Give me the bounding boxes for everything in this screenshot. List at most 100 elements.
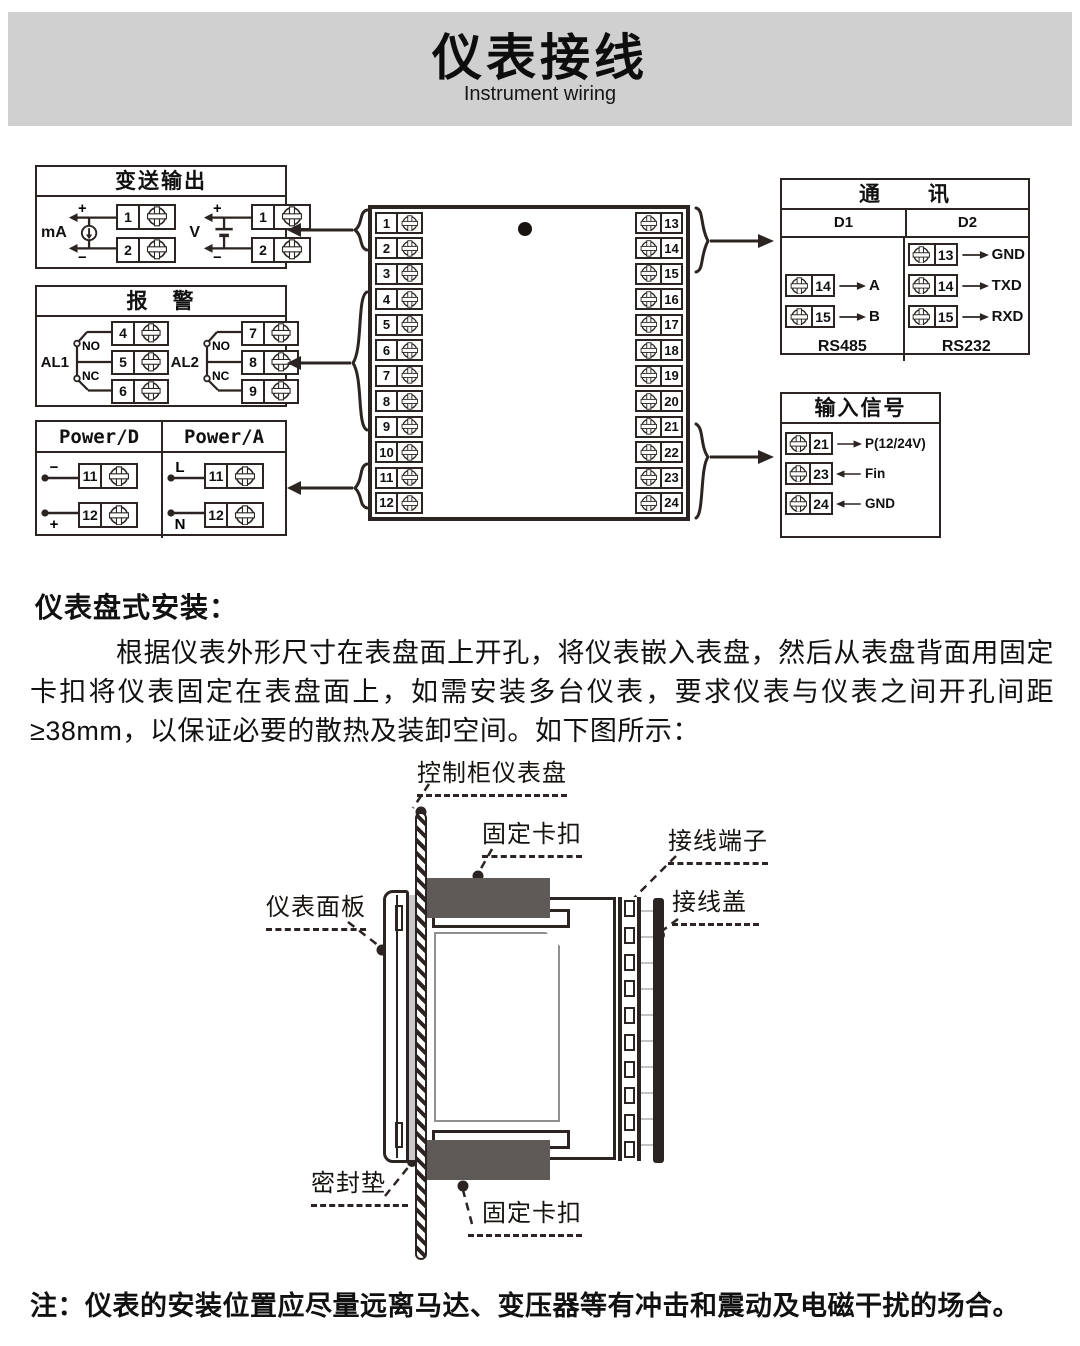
screw-icon xyxy=(102,504,136,526)
power-a-row-n: N 12 xyxy=(166,500,264,530)
no-label: NO xyxy=(212,339,230,353)
cabinet-panel-bar xyxy=(415,812,427,1260)
label-cabinet-panel: 控制柜仪表盘 xyxy=(417,753,567,797)
terminal-number: 1 xyxy=(118,205,140,228)
signal-row: 23 Fin xyxy=(785,462,936,485)
sealing-gasket xyxy=(409,895,415,1160)
signal-label: A xyxy=(869,277,880,294)
terminal-number: 5 xyxy=(113,351,135,373)
screw-icon xyxy=(275,206,309,228)
arrow-right-icon xyxy=(836,438,862,450)
signal-row: 24 GND xyxy=(785,492,936,515)
terminal-cell: 21 xyxy=(635,415,683,438)
al2-terminals: 7 8 9 xyxy=(241,320,299,404)
screw-icon xyxy=(398,418,421,436)
rs232-column: 13 GND 14 TXD 15 RXD RS232 xyxy=(902,238,1028,361)
instrument-inner-module xyxy=(434,932,560,1122)
screw-icon xyxy=(398,443,421,461)
no-label: NO xyxy=(82,339,100,353)
signal-label: P(12/24V) xyxy=(865,436,926,451)
terminal-number: 9 xyxy=(377,417,398,436)
minus-mark: − xyxy=(78,250,86,265)
communication-subheaders: D1 D2 xyxy=(782,210,1028,238)
terminal-number: 4 xyxy=(377,290,398,309)
ma-label: mA xyxy=(41,224,67,241)
v-label: V xyxy=(189,224,200,241)
signal-label: RXD xyxy=(991,308,1024,325)
terminal-cell: 2 xyxy=(375,237,423,260)
pole-label: − xyxy=(50,461,59,476)
terminal-cell: 15 xyxy=(635,262,683,285)
arrow-left-icon xyxy=(836,498,862,510)
terminal-number: 20 xyxy=(660,392,681,411)
screw-icon xyxy=(398,214,421,232)
wire-symbol: − xyxy=(41,461,78,482)
instrument-faceplate xyxy=(383,890,409,1163)
terminal-number: 22 xyxy=(660,443,681,462)
terminal-number: 13 xyxy=(660,214,681,232)
terminal-cell: 9 xyxy=(375,415,423,438)
screw-icon xyxy=(398,316,421,334)
alarm-2-circuit: AL2 NO NC 7 8 9 xyxy=(169,318,299,406)
arrow-left-icon xyxy=(836,468,862,480)
terminal-cell: 6 xyxy=(375,339,423,362)
signal-label: GND xyxy=(991,246,1025,263)
terminal-rung xyxy=(624,1007,635,1025)
voltage-source-symbol: + − xyxy=(203,201,251,265)
terminal-cell: 12 xyxy=(78,502,138,528)
screw-icon xyxy=(637,214,660,232)
right-group-connectors xyxy=(694,206,774,520)
screw-icon xyxy=(265,352,297,373)
latch-slot xyxy=(395,1122,403,1148)
terminal-number: 23 xyxy=(809,464,831,483)
screw-icon xyxy=(102,465,136,487)
terminal-cell: 7 xyxy=(241,320,299,346)
terminal-cell: 12 xyxy=(375,491,423,514)
terminal-number: 7 xyxy=(377,366,398,385)
latch-slot xyxy=(395,905,403,931)
screw-icon xyxy=(910,276,934,295)
terminal-cell: 5 xyxy=(111,349,169,375)
terminal-rung xyxy=(624,1060,635,1078)
nc-label: NC xyxy=(212,369,230,383)
terminal-number: 6 xyxy=(113,380,135,402)
terminal-cell: 15 xyxy=(907,305,958,328)
screw-icon xyxy=(637,239,660,257)
terminal-cell: 14 xyxy=(785,274,835,297)
terminal-number: 1 xyxy=(253,205,275,228)
terminal-number: 15 xyxy=(660,264,681,283)
terminal-cell: 9 xyxy=(241,378,299,404)
terminal-cell: 7 xyxy=(375,364,423,387)
terminal-cell: 21 xyxy=(785,432,833,455)
d2-header: D2 xyxy=(905,210,1028,236)
wire-symbol: N xyxy=(167,509,204,530)
terminal-cell: 23 xyxy=(635,466,683,489)
screw-icon xyxy=(637,316,660,334)
signal-label: GND xyxy=(865,496,895,511)
label-gasket: 密封垫 xyxy=(311,1163,408,1207)
screw-icon xyxy=(398,290,421,308)
terminal-cell: 1 xyxy=(116,203,176,230)
transmitter-output-box: 变送输出 mA + − 1 xyxy=(35,165,311,269)
al1-terminals: 4 5 6 xyxy=(111,320,169,404)
screw-icon xyxy=(140,206,174,228)
terminal-number: 6 xyxy=(377,341,398,360)
label-faceplate: 仪表面板 xyxy=(266,887,366,931)
terminal-cell: 22 xyxy=(635,441,683,464)
rs232-label: RS232 xyxy=(941,338,991,355)
wiring-terminal-strip xyxy=(618,897,641,1161)
v-output-circuit: V + − 1 2 xyxy=(176,199,311,267)
terminal-cell: 1 xyxy=(251,203,311,230)
terminal-rung xyxy=(624,1114,635,1132)
terminal-rung xyxy=(624,926,635,944)
terminal-number: 2 xyxy=(377,239,398,258)
terminal-number: 1 xyxy=(377,214,398,232)
terminal-cell: 23 xyxy=(785,462,833,485)
fixing-clip-bottom xyxy=(427,1140,550,1180)
communication-title: 通 讯 xyxy=(782,180,1028,210)
footer-note: 注：仪表的安装位置应尽量远离马达、变压器等有冲击和震动及电磁干扰的场合。 xyxy=(30,1291,1020,1321)
alarm-content: AL1 NO NC 4 5 6 AL2 xyxy=(37,317,299,407)
label-fixing-clip-bottom: 固定卡扣 xyxy=(468,1193,582,1237)
terminal-cell: 3 xyxy=(375,262,423,285)
screw-icon xyxy=(135,352,167,373)
